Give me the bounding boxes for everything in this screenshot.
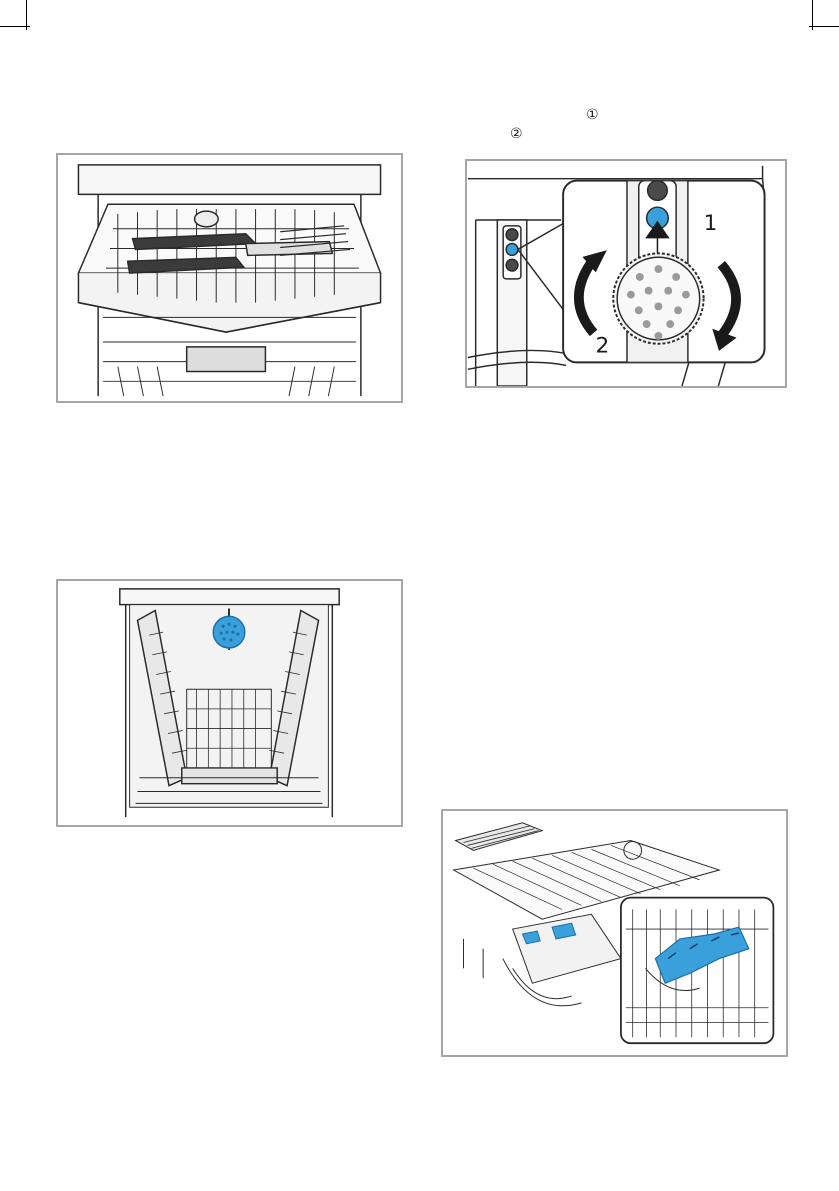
figure-spray-arm-rotation: 1 2 (465, 159, 787, 388)
cutlery-drawer-illustration (58, 155, 401, 401)
basket-clips-illustration (443, 811, 786, 1055)
crop-mark-top-right-h (809, 26, 839, 27)
spray-arm-illustration: 1 2 (467, 161, 785, 386)
step-marker-1: ① (586, 107, 599, 123)
figure-upper-rack-spray-arm (56, 579, 403, 827)
upper-rack-illustration (58, 581, 401, 825)
zoom-inset (621, 898, 774, 1044)
figure-top-drawer-cutlery (56, 153, 403, 403)
figure-basket-clips (441, 809, 788, 1057)
callout-1: 1 (704, 211, 718, 236)
crop-mark-top-left-h (0, 26, 30, 27)
callout-2: 2 (596, 334, 610, 359)
step-marker-2: ② (510, 126, 523, 142)
